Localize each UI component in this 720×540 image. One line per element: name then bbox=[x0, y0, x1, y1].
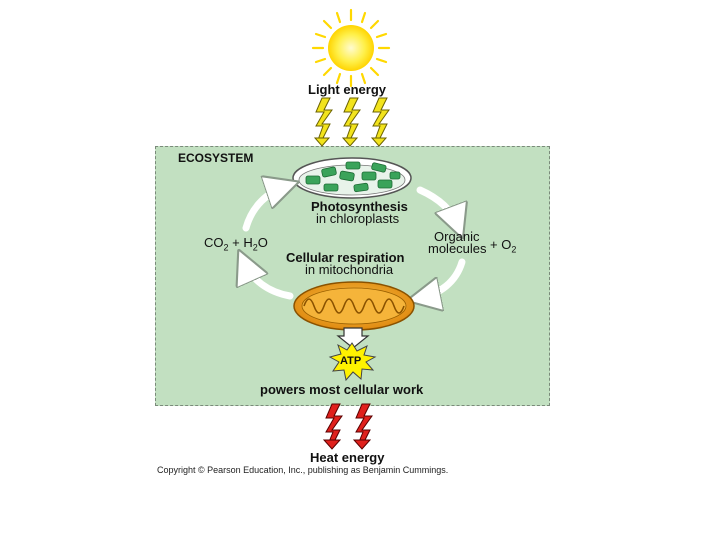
o-text: O bbox=[257, 235, 268, 250]
lightning-bolt-icon bbox=[372, 97, 390, 141]
starburst-icon bbox=[328, 342, 377, 382]
co-text: CO bbox=[204, 235, 224, 250]
lightning-bolt-icon bbox=[355, 403, 373, 443]
arrow-to-co2 bbox=[244, 262, 294, 300]
heat-bolts bbox=[322, 403, 373, 450]
h-subscript: 2 bbox=[252, 242, 258, 253]
atp-label: ATP bbox=[340, 355, 362, 367]
arrow-to-organic bbox=[416, 186, 458, 226]
organic-line2: molecules bbox=[428, 241, 487, 256]
copyright-text: Copyright © Pearson Education, Inc., pub… bbox=[157, 465, 449, 475]
mitochondrion-icon bbox=[293, 281, 415, 331]
plus-h-text: + H bbox=[228, 235, 253, 250]
sun-icon bbox=[311, 8, 391, 88]
powers-label: powers most cellular work bbox=[260, 382, 424, 397]
arrow-to-mitochondria bbox=[420, 258, 466, 298]
organic-line1: Organic bbox=[434, 229, 480, 244]
arrow-to-photosynthesis bbox=[242, 186, 286, 232]
photosynthesis-title: Photosynthesis bbox=[311, 199, 408, 214]
cycle-arrows bbox=[244, 186, 462, 298]
co-subscript: 2 bbox=[223, 242, 229, 253]
respiration-sub: in mitochondria bbox=[305, 262, 394, 277]
o2-label: + O2 bbox=[490, 238, 516, 257]
light-energy-label: Light energy bbox=[308, 82, 387, 97]
lightning-bolt-icon bbox=[343, 97, 361, 141]
ecosystem-label: ECOSYSTEM bbox=[178, 151, 254, 165]
photosynthesis-sub: in chloroplasts bbox=[316, 211, 400, 226]
respiration-title: Cellular respiration bbox=[286, 250, 405, 265]
lightning-bolt-icon bbox=[325, 403, 343, 443]
heat-energy-label: Heat energy bbox=[310, 450, 385, 465]
o2-subscript: 2 bbox=[511, 244, 517, 255]
chloroplast-icon bbox=[292, 157, 412, 199]
light-bolts bbox=[313, 97, 390, 147]
plus-o-text: + O bbox=[490, 237, 512, 252]
atp-arrow bbox=[336, 327, 370, 349]
co2-h2o-label: CO2 + H2O bbox=[204, 236, 268, 255]
lightning-bolt-icon bbox=[315, 97, 333, 141]
